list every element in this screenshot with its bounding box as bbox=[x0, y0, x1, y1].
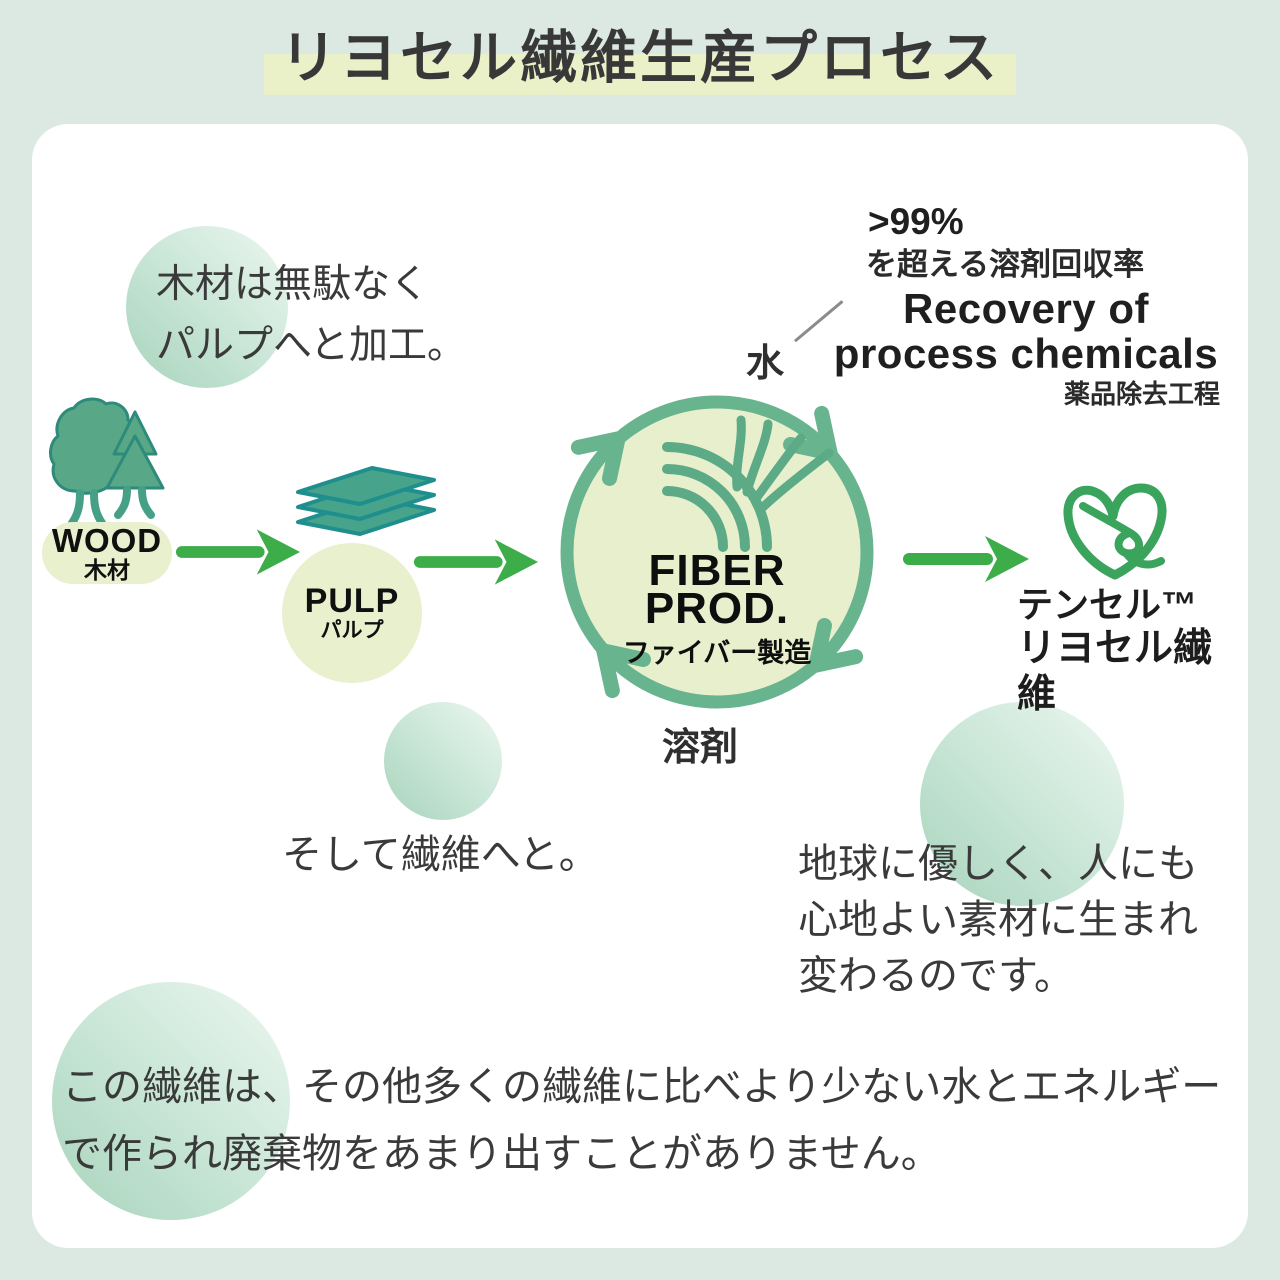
wood-note: 木材は無駄なく パルプへと加工。 bbox=[156, 254, 466, 376]
wood-note-line1: 木材は無駄なく bbox=[156, 263, 430, 306]
fiber-note: そして繊維へと。 bbox=[282, 833, 599, 877]
pulp-node-label-en: PULP bbox=[304, 582, 400, 620]
product-label-line1: テンセル™ bbox=[1017, 584, 1198, 625]
recycle-ring-icon bbox=[537, 372, 897, 732]
fiber-node-label-en2: PROD. bbox=[644, 584, 790, 633]
material-note: 地球に優しく、人にも 心地よい素材に生まれ 変わるのです。 bbox=[798, 836, 1198, 1004]
fiber-strands-icon bbox=[662, 415, 834, 552]
solvent-label: 溶剤 bbox=[662, 727, 739, 769]
water-label: 水 bbox=[746, 343, 785, 385]
page-title: リヨセル繊維生産プロセス bbox=[264, 22, 1016, 95]
fiber-node-label-en1: FIBER bbox=[648, 546, 786, 595]
pulp-node: PULP パルプ bbox=[282, 543, 422, 683]
tencel-leaf-icon bbox=[1054, 476, 1176, 586]
wood-node-label-en: WOOD bbox=[51, 521, 163, 559]
flow-arrow-icon bbox=[174, 529, 302, 575]
pulp-node-label-jp: パルプ bbox=[320, 619, 384, 642]
recovery-en-line1: Recovery of bbox=[903, 285, 1149, 332]
recovery-en-line2: process chemicals bbox=[833, 330, 1219, 377]
recovery-percent: >99% bbox=[868, 201, 964, 242]
pulp-sheets-icon bbox=[290, 464, 442, 546]
recovery-block: >99% を超える溶剤回収率 Recovery of process chemi… bbox=[832, 200, 1220, 412]
material-note-line1: 地球に優しく、人にも bbox=[798, 842, 1198, 886]
product-node: テンセル™ リヨセル繊維 bbox=[1017, 584, 1248, 718]
gradient-circle bbox=[52, 982, 290, 1220]
trees-icon bbox=[42, 396, 172, 530]
flow-arrow-icon bbox=[412, 539, 540, 585]
flow-arrow-icon bbox=[900, 536, 1032, 582]
footer-note-line2: で作られ廃棄物をあまり出すことがありません。 bbox=[62, 1132, 941, 1176]
wood-node: WOOD 木材 bbox=[42, 522, 172, 584]
diagram-card: 木材は無駄なく パルプへと加工。 WOOD 木材 bbox=[32, 124, 1248, 1248]
recovery-jp-line: を超える溶剤回収率 bbox=[866, 247, 1145, 282]
material-note-line3: 変わるのです。 bbox=[798, 954, 1074, 998]
fiber-node: FIBER PROD. ファイバー製造 bbox=[577, 546, 857, 669]
recovery-jp-sub: 薬品除去工程 bbox=[1063, 379, 1220, 409]
gradient-circle bbox=[126, 226, 288, 388]
material-note-line2: 心地よい素材に生まれ bbox=[798, 898, 1198, 942]
product-label-line2: リヨセル繊維 bbox=[1017, 627, 1213, 716]
wood-node-label-jp: 木材 bbox=[84, 556, 130, 583]
footer-note: この繊維は、その他多くの繊維に比べより少ない水とエネルギー で作られ廃棄物をあま… bbox=[62, 1054, 1221, 1188]
footer-note-line1: この繊維は、その他多くの繊維に比べより少ない水とエネルギー bbox=[62, 1065, 1222, 1109]
page-title-band: リヨセル繊維生産プロセス bbox=[0, 22, 1280, 95]
gradient-circle bbox=[920, 702, 1124, 906]
gradient-circle bbox=[384, 702, 502, 820]
fiber-node-label-jp: ファイバー製造 bbox=[622, 638, 812, 668]
wood-note-line2: パルプへと加工。 bbox=[156, 324, 467, 367]
